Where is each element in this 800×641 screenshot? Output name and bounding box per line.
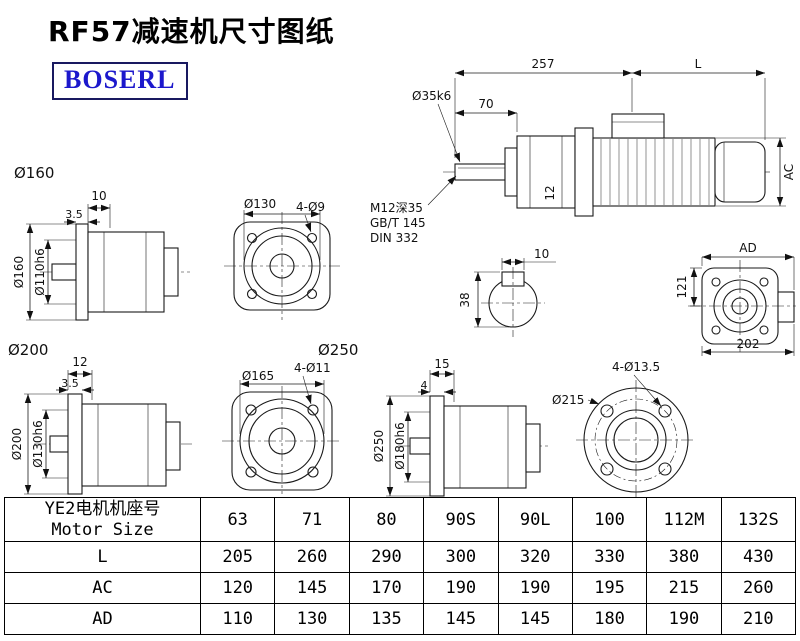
dim-flange-od: Ø160 [12,256,26,288]
dim-spigot: Ø180h6 [393,422,407,470]
dim-70: 70 [478,97,493,111]
view-160-title: Ø160 [14,164,54,182]
table-cell: 320 [497,541,573,573]
table-cell: 430 [720,541,797,573]
dim-holes: 4-Ø13.5 [612,360,660,374]
dimension-table: YE2电机机座号 Motor Size 63 71 80 90S 90L 100… [4,497,797,635]
dim-dia: Ø130 [244,197,276,211]
tap-note-line1: M12深35 [370,201,423,215]
dim-holes: 4-Ø11 [294,361,331,375]
dim-257: 257 [532,57,555,71]
motor-size-header: YE2电机机座号 Motor Size [4,497,201,542]
row-label: AC [4,572,201,604]
table-cell: 195 [571,572,648,604]
view-250-title: Ø250 [318,341,358,359]
table-cell: 145 [423,603,499,635]
dim-10: 10 [91,189,106,203]
table-cell: 210 [720,603,797,635]
motor-size-column: 80 [348,497,425,542]
flange-130-view: Ø130 4-Ø9 [224,197,340,320]
dim-L: L [695,57,702,71]
table-cell: 180 [571,603,648,635]
header-cn: YE2电机机座号 [44,498,161,519]
motor-size-column: 132S [720,497,797,542]
motor-size-column: 90S [423,497,499,542]
table-cell: 120 [199,572,276,604]
page-title: RF57减速机尺寸图纸 [48,15,335,48]
header-en: Motor Size [51,519,154,540]
table-cell: 145 [497,603,573,635]
dim-dia: Ø165 [242,369,274,383]
dim-key-width: 10 [534,247,549,261]
dim-202: 202 [737,337,760,351]
table-cell: 205 [199,541,276,573]
boserl-logo-text: BOSERL [64,65,176,94]
table-cell: 260 [720,572,797,604]
dim-flange-od: Ø250 [372,430,386,462]
dim-15: 15 [434,357,449,371]
shaft-section-view: 10 38 [458,247,556,337]
table-cell: 290 [348,541,425,573]
dim-121: 121 [675,276,689,299]
table-cell: 130 [274,603,350,635]
dim-holes: 4-Ø9 [296,200,325,214]
table-cell: 300 [423,541,499,573]
table-row-AD: AD 110 130 135 145 145 180 190 210 [4,603,797,635]
dim-flange-od: Ø200 [10,428,24,460]
technical-drawing: 257 L 70 Ø35k6 AC 12 M12深35 GB/T 145 DIN… [8,57,796,497]
table-cell: 380 [646,541,722,573]
table-cell: 190 [497,572,573,604]
table-cell: 135 [348,603,425,635]
dim-spigot: Ø110h6 [33,248,47,296]
table-cell: 110 [199,603,276,635]
view-200: Ø200 12 3.5 Ø200 Ø130h6 [8,341,192,495]
dim-spigot: Ø130h6 [31,420,45,468]
motor-size-column: 71 [274,497,350,542]
dim-AD: AD [739,241,756,255]
flange-215-view: 4-Ø13.5 Ø215 [552,360,696,497]
table-row-L: L 205 260 290 300 320 330 380 430 [4,541,797,573]
dim-3-5: 3.5 [65,208,83,221]
table-header-row: YE2电机机座号 Motor Size 63 71 80 90S 90L 100… [4,497,797,542]
ad-end-view: AD 121 202 [675,241,796,356]
dim-3-5: 3.5 [61,377,79,390]
table-cell: 215 [646,572,722,604]
motor-size-column: 90L [497,497,573,542]
row-label: L [4,541,201,573]
table-cell: 145 [274,572,350,604]
table-row-AC: AC 120 145 170 190 190 195 215 260 [4,572,797,604]
dim-4: 4 [421,379,428,392]
boserl-logo: BOSERL [52,62,188,100]
table-cell: 190 [423,572,499,604]
dim-12-key: 12 [543,185,557,200]
tap-note-line3: DIN 332 [370,231,418,245]
motor-size-column: 112M [646,497,722,542]
view-250: Ø250 15 4 Ø250 Ø180h6 [318,341,548,497]
dim-shaft-height: 38 [458,292,472,307]
flange-165-view: Ø165 4-Ø11 [222,361,342,494]
row-label: AD [4,603,201,635]
tap-note-line2: GB/T 145 [370,216,426,230]
table-cell: 170 [348,572,425,604]
motor-size-column: 100 [571,497,648,542]
dim-AC: AC [782,164,796,180]
table-cell: 260 [274,541,350,573]
view-200-title: Ø200 [8,341,48,359]
main-assembly-view: 257 L 70 Ø35k6 AC 12 M12深35 GB/T 145 DIN… [370,57,796,245]
dim-dia: Ø215 [552,393,584,407]
motor-size-column: 63 [199,497,276,542]
table-cell: 330 [571,541,648,573]
view-160: Ø160 10 3.5 Ø160 Ø110h6 [12,164,190,321]
table-cell: 190 [646,603,722,635]
dim-12: 12 [72,355,87,369]
shaft-diameter-label: Ø35k6 [412,89,451,103]
